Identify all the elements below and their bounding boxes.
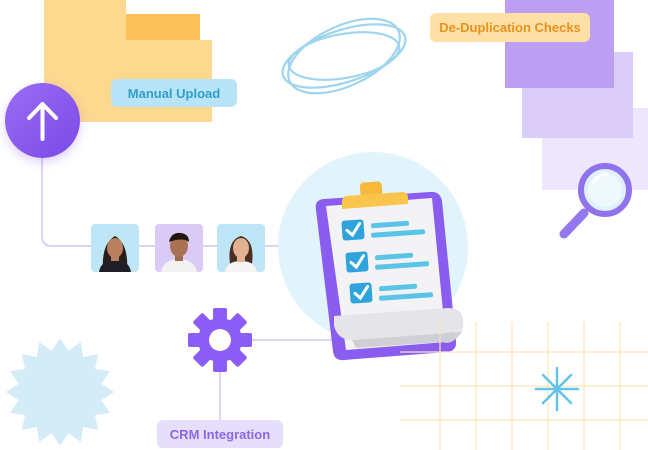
scribble-ellipses [281,17,407,95]
starburst-shape [6,338,114,446]
dedup-label: De-Duplication Checks [430,13,590,42]
avatar-woman-2 [217,224,265,272]
clipboard-checklist-icon [315,181,464,361]
gear-icon[interactable] [186,306,254,374]
crm-integration-label: CRM Integration [157,420,283,448]
manual-upload-label: Manual Upload [111,79,237,107]
upload-button[interactable] [5,83,80,158]
sparkle-icon [534,366,580,412]
upload-arrow-icon [27,102,58,141]
magnifier-icon [559,163,632,239]
avatar-woman-1 [91,224,139,272]
background-grid [400,322,648,450]
avatar-man [155,224,203,272]
